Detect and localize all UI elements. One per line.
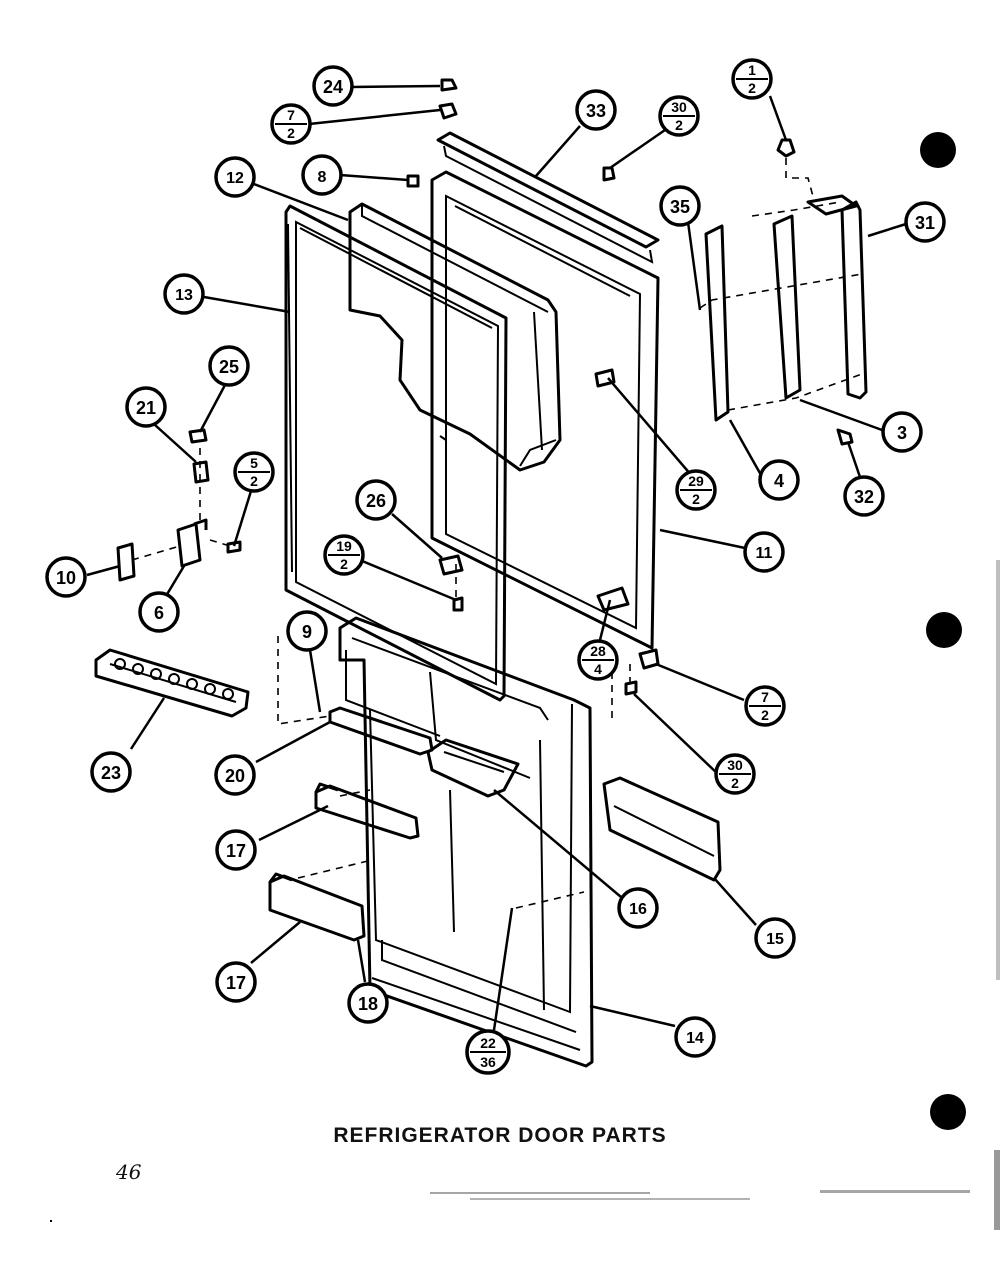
callout-20: 20 <box>214 754 256 796</box>
callout-1-over-2: 1 2 <box>731 58 773 100</box>
svg-text:4: 4 <box>594 661 602 677</box>
svg-text:12: 12 <box>226 170 244 187</box>
callout-18: 18 <box>347 982 389 1024</box>
callout-28-over-4: 28 4 <box>577 639 619 681</box>
callout-14: 14 <box>674 1016 716 1058</box>
svg-text:35: 35 <box>670 197 690 217</box>
svg-text:13: 13 <box>175 287 193 304</box>
callout-30-over-2-lower: 30 2 <box>714 753 756 795</box>
svg-text:30: 30 <box>671 99 687 115</box>
svg-text:2: 2 <box>761 707 769 723</box>
callout-22-over-36: 22 36 <box>465 1029 511 1075</box>
callout-5-over-2: 5 2 <box>233 451 275 493</box>
callout-4: 4 <box>758 459 800 501</box>
callout-19-over-2: 19 2 <box>323 534 365 576</box>
callout-15: 15 <box>754 917 796 959</box>
svg-text:25: 25 <box>219 357 239 377</box>
callout-29-over-2: 29 2 <box>675 469 717 511</box>
svg-text:30: 30 <box>727 757 743 773</box>
svg-text:20: 20 <box>225 766 245 786</box>
svg-text:17: 17 <box>226 841 246 861</box>
svg-text:24: 24 <box>323 77 343 97</box>
door-liner-top <box>348 202 562 472</box>
svg-text:14: 14 <box>686 1030 704 1047</box>
callout-25: 25 <box>208 345 250 387</box>
svg-text:33: 33 <box>586 101 606 121</box>
callout-24: 24 <box>312 65 354 107</box>
svg-text:10: 10 <box>56 568 76 588</box>
callout-33: 33 <box>575 89 617 131</box>
svg-text:18: 18 <box>358 994 378 1014</box>
svg-text:15: 15 <box>766 931 784 948</box>
callout-32: 32 <box>843 475 885 517</box>
callout-26: 26 <box>355 479 397 521</box>
door-outer-panel-top <box>430 131 660 650</box>
svg-text:2: 2 <box>340 556 348 572</box>
callout-9: 9 <box>286 610 328 652</box>
callout-17-upper: 17 <box>215 829 257 871</box>
callout-17-lower: 17 <box>215 961 257 1003</box>
alignment-lines <box>131 158 863 909</box>
svg-text:4: 4 <box>774 471 784 491</box>
callout-10: 10 <box>45 556 87 598</box>
svg-text:16: 16 <box>629 901 647 918</box>
handwritten-page-number: 46 <box>116 1160 142 1184</box>
svg-text:32: 32 <box>854 487 874 507</box>
callout-3: 3 <box>881 411 923 453</box>
leader-lines <box>86 84 907 1031</box>
callout-7-over-2-lower: 7 2 <box>744 685 786 727</box>
callout-7-over-2: 7 2 <box>270 103 312 145</box>
svg-text:2: 2 <box>675 117 683 133</box>
svg-text:6: 6 <box>154 603 164 623</box>
svg-text:2: 2 <box>287 125 295 141</box>
hinge-parts <box>116 78 868 696</box>
callout-6: 6 <box>138 591 180 633</box>
svg-text:1: 1 <box>748 62 756 78</box>
door-gasket-top <box>284 204 508 702</box>
callout-23: 23 <box>90 751 132 793</box>
svg-text:17: 17 <box>226 973 246 993</box>
callouts: 24 7 2 33 30 2 1 2 8 12 <box>45 58 946 1075</box>
svg-text:28: 28 <box>590 643 606 659</box>
svg-text:22: 22 <box>480 1035 496 1051</box>
callout-16: 16 <box>617 887 659 929</box>
binder-holes <box>920 132 966 1130</box>
svg-text:7: 7 <box>761 689 769 705</box>
svg-text:2: 2 <box>692 491 700 507</box>
svg-text:2: 2 <box>748 80 756 96</box>
callout-35: 35 <box>659 185 701 227</box>
svg-text:9: 9 <box>302 622 312 642</box>
svg-text:3: 3 <box>897 423 907 443</box>
svg-text:2: 2 <box>731 775 739 791</box>
callout-30-over-2: 30 2 <box>658 95 700 137</box>
svg-text:5: 5 <box>250 455 258 471</box>
svg-text:23: 23 <box>101 763 121 783</box>
callout-13: 13 <box>163 273 205 315</box>
callout-31: 31 <box>904 201 946 243</box>
svg-text:2: 2 <box>250 473 258 489</box>
scan-noise <box>50 560 1000 1230</box>
svg-text:26: 26 <box>366 491 386 511</box>
svg-text:36: 36 <box>480 1054 496 1070</box>
diagram-title: REFRIGERATOR DOOR PARTS <box>333 1124 667 1147</box>
svg-text:21: 21 <box>136 398 156 418</box>
callout-8: 8 <box>301 154 343 196</box>
callout-21: 21 <box>125 386 167 428</box>
svg-text:11: 11 <box>756 545 773 562</box>
svg-text:8: 8 <box>318 169 327 186</box>
callout-12: 12 <box>214 156 256 198</box>
svg-text:7: 7 <box>287 107 295 123</box>
svg-text:29: 29 <box>688 473 704 489</box>
svg-text:19: 19 <box>336 538 352 554</box>
svg-text:31: 31 <box>915 213 935 233</box>
egg-tray <box>94 648 250 718</box>
callout-11: 11 <box>743 531 785 573</box>
